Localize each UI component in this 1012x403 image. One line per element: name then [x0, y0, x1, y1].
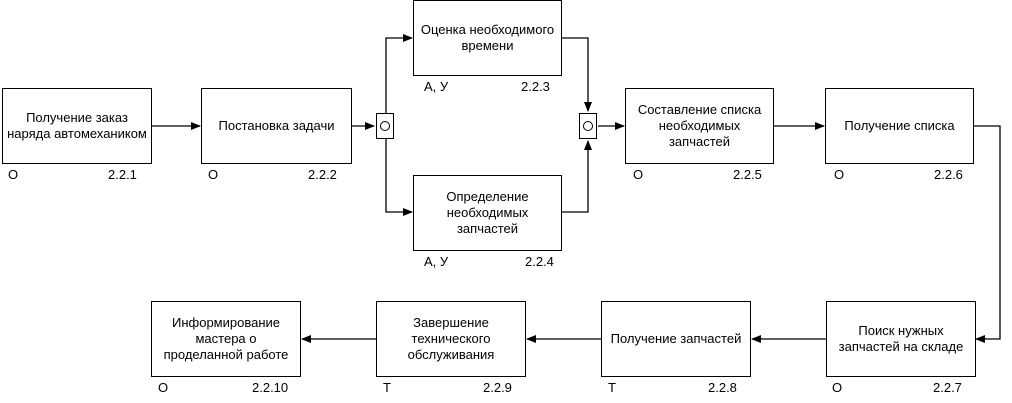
- process-text: Постановка задачи: [218, 118, 335, 133]
- executor-label: О: [8, 167, 19, 182]
- edge-j1-n3: [385, 34, 413, 113]
- executor-label: О: [158, 380, 169, 395]
- edge-j1-n4: [385, 139, 413, 216]
- code-label: 2.2.3: [521, 79, 550, 94]
- code-label: 2.2.9: [483, 380, 512, 395]
- process-text: Завершение технического обслуживания: [407, 315, 495, 362]
- process-text: Определение необходимых запчастей: [446, 189, 529, 236]
- junction-or-1[interactable]: [376, 113, 394, 139]
- executor-label: О: [633, 167, 644, 182]
- executor-label: А, У: [424, 254, 449, 269]
- process-box-n7[interactable]: Поиск нужных запчастей на складе: [826, 301, 976, 377]
- process-text: Информирование мастера о проделанной раб…: [163, 315, 289, 362]
- process-box-n6[interactable]: Получение списка: [825, 88, 974, 164]
- junction-or-2[interactable]: [579, 113, 597, 139]
- executor-label: Т: [608, 380, 616, 395]
- edge-n4-j2: [562, 140, 592, 213]
- executor-label: А, У: [424, 79, 449, 94]
- or-junction-symbol: [583, 121, 593, 131]
- process-box-n4[interactable]: Определение необходимых запчастей: [413, 175, 562, 251]
- code-label: 2.2.4: [525, 254, 554, 269]
- edge-n6-n7: [974, 125, 1001, 343]
- executor-label: О: [834, 167, 845, 182]
- process-box-n5[interactable]: Составление списка необходимых запчастей: [625, 88, 774, 164]
- process-text: Поиск нужных запчастей на складе: [838, 323, 964, 354]
- code-label: 2.2.8: [708, 380, 737, 395]
- process-box-n9[interactable]: Завершение технического обслуживания: [376, 301, 526, 377]
- code-label: 2.2.1: [108, 167, 137, 182]
- process-box-n2[interactable]: Постановка задачи: [201, 88, 352, 164]
- process-box-n8[interactable]: Получение запчастей: [601, 301, 751, 377]
- process-box-n3[interactable]: Оценка необходимого времени: [413, 0, 562, 76]
- code-label: 2.2.6: [934, 167, 963, 182]
- executor-label: Т: [383, 380, 391, 395]
- process-box-n10[interactable]: Информирование мастера о проделанной раб…: [151, 301, 301, 377]
- code-label: 2.2.7: [933, 380, 962, 395]
- process-text: Получение списка: [844, 118, 955, 133]
- edge-n3-j2: [562, 37, 592, 112]
- process-text: Получение запчастей: [610, 331, 742, 346]
- code-label: 2.2.10: [252, 380, 289, 395]
- process-text: Получение заказ наряда автомехаником: [7, 110, 147, 141]
- process-box-n1[interactable]: Получение заказ наряда автомехаником: [2, 88, 152, 164]
- code-label: 2.2.2: [308, 167, 337, 182]
- process-text: Составление списка необходимых запчастей: [637, 102, 762, 149]
- or-junction-symbol: [380, 121, 390, 131]
- executor-label: О: [832, 380, 843, 395]
- process-text: Оценка необходимого времени: [420, 22, 555, 53]
- code-label: 2.2.5: [733, 167, 762, 182]
- executor-label: О: [208, 167, 219, 182]
